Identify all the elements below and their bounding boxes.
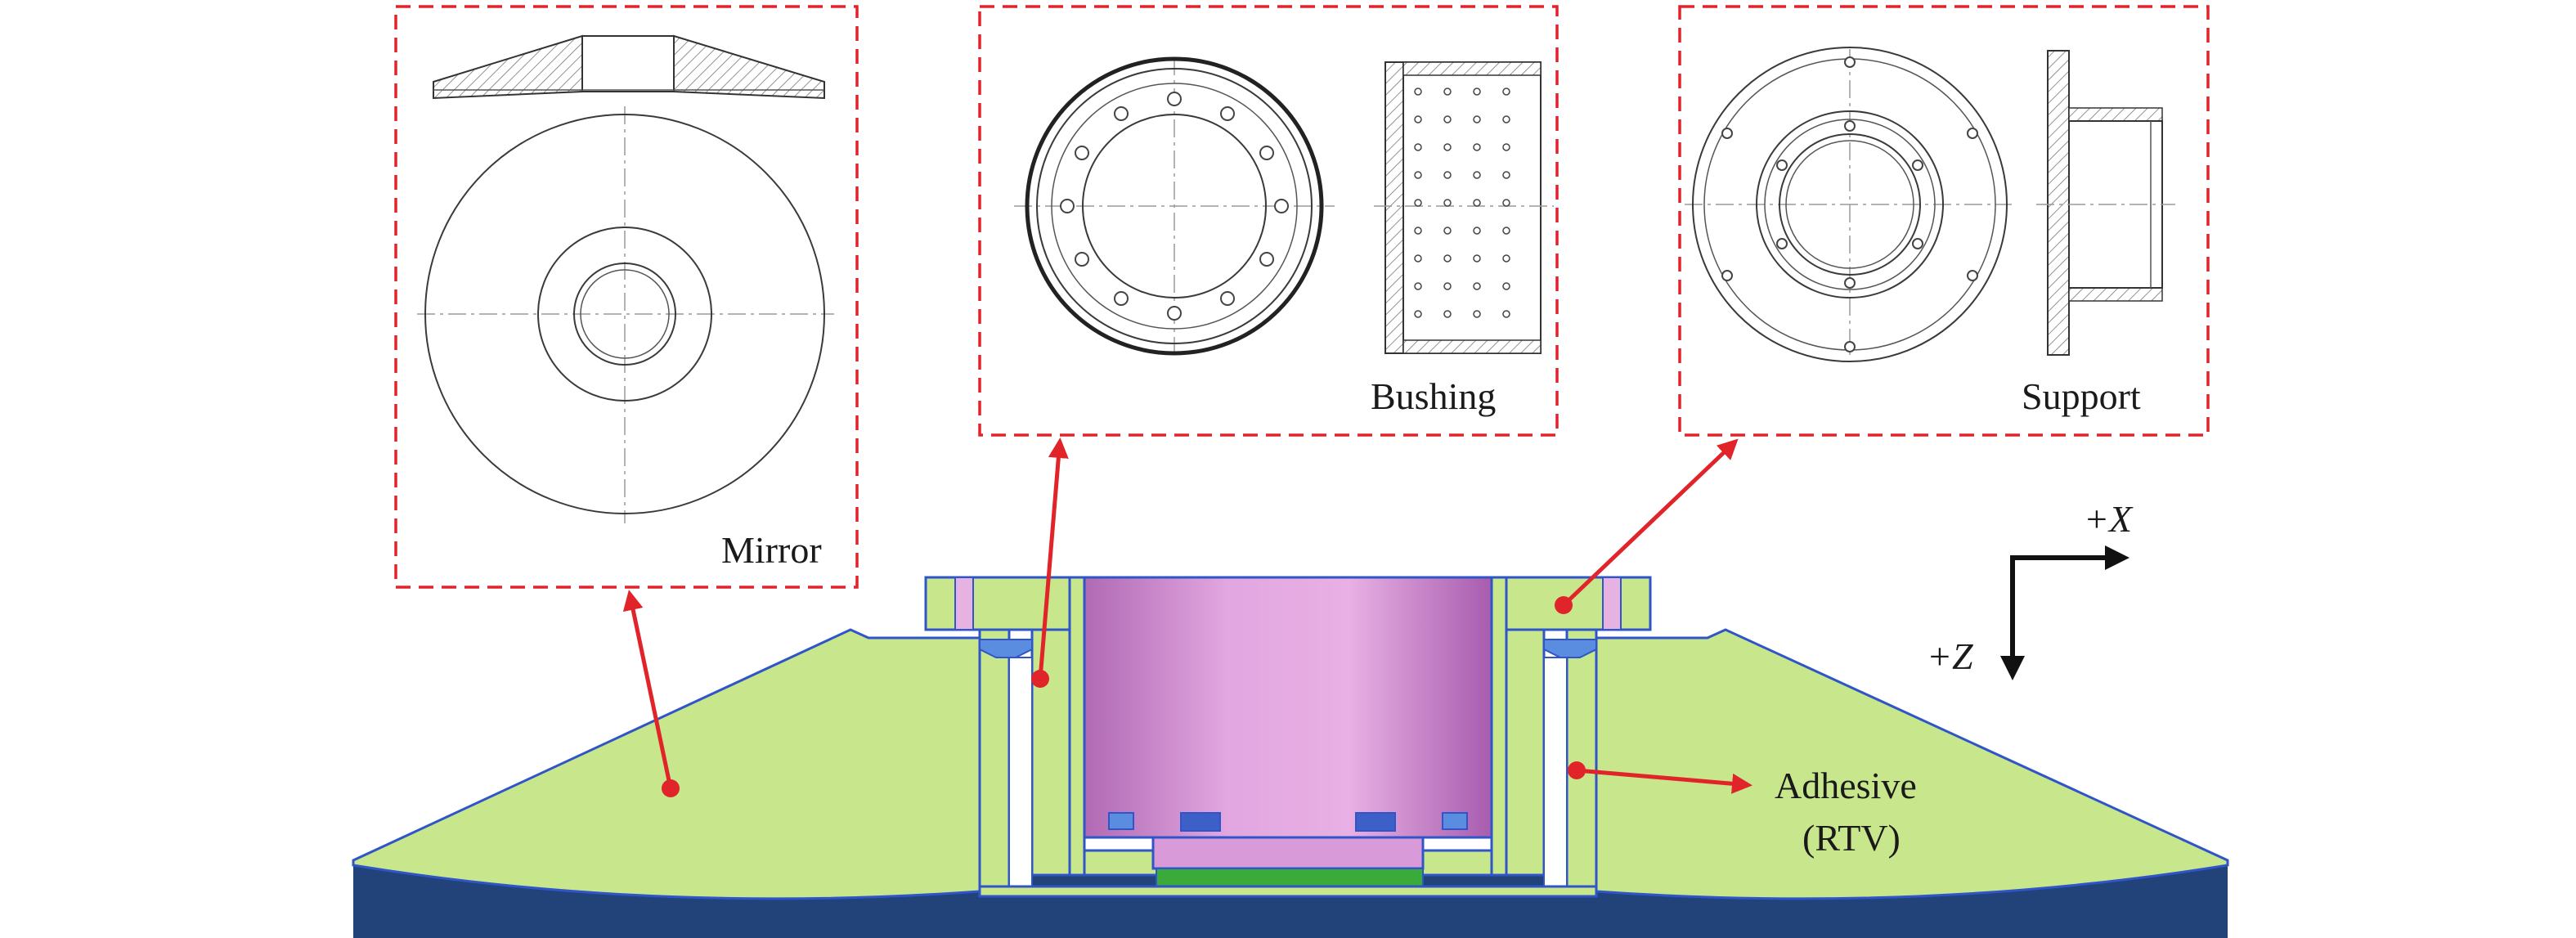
- support-front-view: [1685, 47, 2012, 362]
- bushing-side-section: [1374, 61, 1554, 354]
- x-axis-label: +X: [2084, 498, 2134, 540]
- bushing-label: Bushing: [1371, 375, 1496, 417]
- assembly-cross-section: [352, 576, 2229, 938]
- bushing-front-view: [1014, 56, 1335, 360]
- support-inner-holes: [1776, 120, 1923, 289]
- mirror-detail-panel: Mirror: [394, 5, 859, 589]
- bushing-perforations: [1414, 88, 1510, 318]
- mirror-body-right: [1595, 628, 2229, 900]
- bushing-fasteners: [1108, 812, 1468, 832]
- support-outer-holes: [1721, 56, 1978, 352]
- bushing-cylinder: [1083, 576, 1493, 839]
- z-axis-label: +Z: [1927, 635, 1973, 677]
- callout-arrows: [622, 438, 1752, 794]
- adhesive-gaps: [1008, 657, 1568, 895]
- mirror-panel-frame: [394, 5, 859, 589]
- support-label: Support: [2022, 375, 2141, 417]
- bushing-panel-frame: [978, 5, 1559, 437]
- adhesive-label-rtv: (RTV): [1802, 817, 1901, 859]
- coordinate-axes: +X +Z: [1927, 498, 2134, 680]
- callout-dots: [662, 596, 1586, 797]
- lens-retainer: [1151, 836, 1425, 870]
- adhesive-pads: [979, 639, 1597, 658]
- bushing-detail-panel: Bushing: [978, 5, 1559, 437]
- green-lens: [1156, 868, 1424, 887]
- bushing-bolt-holes: [1060, 92, 1289, 321]
- mount-base-ring: [978, 885, 1598, 898]
- mirror-callout-arrow: [622, 590, 673, 789]
- adhesive-callout-arrow: [1576, 768, 1752, 794]
- support-callout-arrow: [1562, 438, 1739, 607]
- support-panel-frame: [1678, 5, 2210, 437]
- mirror-side-profile: [433, 34, 825, 100]
- support-side-section: [2036, 50, 2175, 356]
- support-detail-panel: Support: [1678, 5, 2210, 437]
- bushing-callout-arrow: [1038, 438, 1069, 680]
- mirror-front-view: [417, 106, 834, 523]
- adhesive-label: Adhesive: [1775, 765, 1917, 806]
- mirror-label: Mirror: [721, 529, 822, 571]
